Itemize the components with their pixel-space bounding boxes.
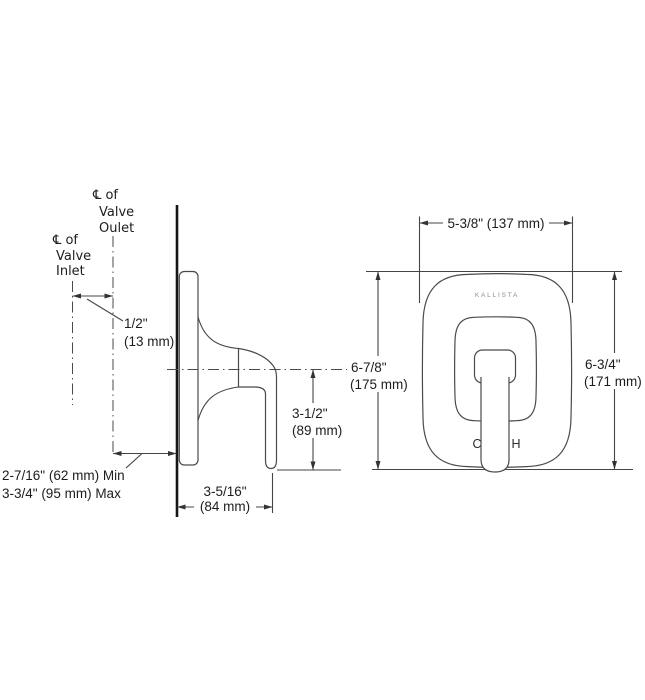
hot-marker: H	[511, 437, 520, 451]
cone-bottom-curve	[197, 386, 239, 421]
handle-drop-value: 3-1/2"	[292, 406, 328, 421]
offset-dim-metric: (13 mm)	[124, 334, 174, 349]
projection-depth-dimension: 3-5/16" (84 mm)	[177, 473, 274, 514]
arrowhead-left	[72, 293, 81, 299]
depth-dim-metric: (84 mm)	[200, 499, 250, 514]
overall-height-dimension: 6-7/8" (175 mm)	[347, 271, 413, 470]
offset-dim-value: 1/2"	[124, 316, 148, 331]
text-mask	[581, 353, 645, 389]
depth-dim-value: 3-5/16"	[203, 484, 246, 499]
plate-height-dimension: 6-3/4" (171 mm)	[581, 271, 645, 470]
outlet-label-line1: ℄ of	[92, 188, 118, 203]
outlet-label-line3: Oulet	[99, 221, 134, 236]
inlet-label-line1: ℄ of	[52, 233, 78, 248]
arrowhead-down	[612, 461, 617, 470]
text-mask	[443, 215, 549, 231]
arrowhead-up	[310, 369, 316, 378]
arrowhead-right	[104, 293, 113, 299]
handle-drop-metric: (89 mm)	[292, 423, 342, 438]
arrowhead-left	[419, 220, 428, 226]
rough-in-min: 2-7/16" (62 mm) Min	[2, 468, 125, 483]
front-view: KALLISTA C H 5-3/8" (137 mm) 6-7/8" (175…	[347, 215, 645, 473]
text-mask	[288, 403, 345, 438]
rough-in-max: 3-3/4" (95 mm) Max	[2, 486, 121, 501]
cone-top-curve	[197, 316, 239, 350]
inlet-label-line2: Valve	[56, 249, 91, 264]
arrowhead-left	[177, 504, 186, 510]
arrowhead-right	[168, 451, 177, 456]
plate-height-metric: (171 mm)	[584, 374, 642, 389]
offset-leader-line	[86, 298, 124, 322]
outlet-label-line2: Valve	[99, 205, 134, 220]
side-plate-profile	[178, 270, 199, 466]
arrowhead-up	[612, 271, 617, 280]
arrowhead-left	[113, 451, 122, 456]
brand-logo-text: KALLISTA	[475, 292, 519, 299]
outlet-centerline-label: ℄ of Valve Oulet	[92, 188, 134, 236]
width-dimension: 5-3/8" (137 mm)	[418, 215, 574, 303]
width-dim-label: 5-3/8" (137 mm)	[447, 216, 544, 231]
side-view: ℄ of Valve Oulet ℄ of Valve Inlet 1/2" (…	[2, 188, 350, 517]
arrowhead-right	[264, 504, 273, 510]
arrowhead-up	[375, 271, 381, 280]
inlet-label-line3: Inlet	[56, 264, 85, 279]
plate-height-value: 6-3/4"	[585, 357, 621, 372]
overall-height-metric: (175 mm)	[350, 377, 408, 392]
arrowhead-down	[310, 461, 316, 470]
text-mask	[347, 356, 413, 392]
handle-drop-dimension: 3-1/2" (89 mm)	[277, 369, 345, 471]
rough-in-dimension: 2-7/16" (62 mm) Min 3-3/4" (95 mm) Max	[2, 451, 177, 501]
arrowhead-right	[564, 220, 573, 226]
inlet-centerline-label: ℄ of Valve Inlet	[52, 233, 91, 279]
cold-marker: C	[472, 437, 481, 451]
rough-in-leader-line	[125, 453, 143, 469]
arrowhead-down	[375, 461, 381, 470]
offset-dimension: 1/2" (13 mm)	[72, 293, 174, 349]
overall-height-value: 6-7/8"	[351, 360, 387, 375]
front-handle-lever	[480, 377, 510, 473]
text-mask	[194, 499, 256, 514]
side-handle-profile	[237, 347, 278, 470]
